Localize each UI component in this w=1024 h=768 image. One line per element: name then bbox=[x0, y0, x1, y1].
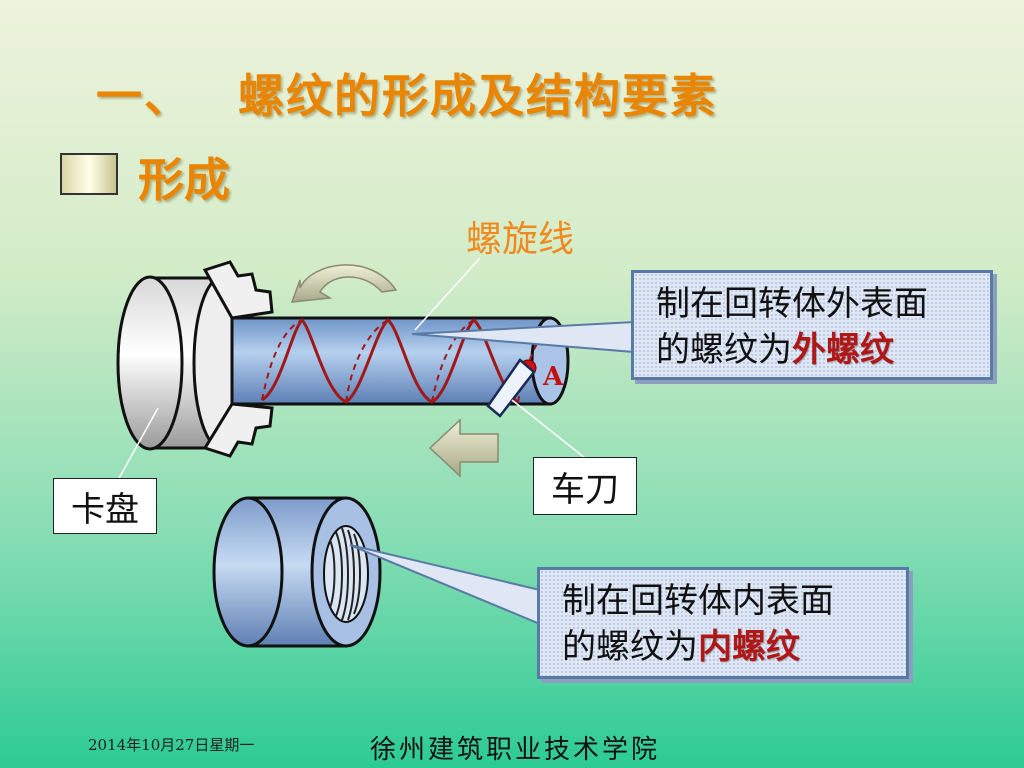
bullet-square-icon bbox=[60, 153, 118, 195]
callout-external-thread: 制在回转体外表面 的螺纹为外螺纹 bbox=[631, 270, 993, 380]
callout-external-emphasis: 外螺纹 bbox=[792, 330, 894, 370]
footer-date: 2014年10月27日星期一 bbox=[88, 736, 255, 754]
cutting-tool-label: 车刀 bbox=[533, 457, 637, 515]
callout-internal-line2: 的螺纹为内螺纹 bbox=[562, 624, 906, 670]
callout-external-prefix: 的螺纹为 bbox=[656, 330, 792, 370]
callout-internal-emphasis: 内螺纹 bbox=[698, 627, 800, 667]
point-a-label: A bbox=[543, 362, 564, 392]
leader-lines bbox=[117, 257, 586, 481]
callout-internal-thread: 制在回转体内表面 的螺纹为内螺纹 bbox=[537, 567, 909, 679]
rotation-arrow-icon bbox=[290, 264, 398, 303]
chuck-label: 卡盘 bbox=[53, 478, 157, 534]
section-subtitle: 形成 bbox=[138, 153, 230, 207]
callout-internal-line1: 制在回转体内表面 bbox=[562, 581, 834, 621]
helix-label: 螺旋线 bbox=[466, 219, 575, 260]
callout-external-line1: 制在回转体外表面 bbox=[656, 284, 928, 324]
nut-internal-thread bbox=[212, 496, 382, 648]
page-title: 一、螺纹的形成及结构要素 bbox=[96, 60, 718, 126]
callout-internal-prefix: 的螺纹为 bbox=[562, 627, 698, 667]
title-text: 螺纹的形成及结构要素 bbox=[238, 69, 718, 123]
callout-external-line2: 的螺纹为外螺纹 bbox=[656, 327, 990, 373]
footer-school: 徐州建筑职业技术学院 bbox=[370, 735, 661, 765]
feed-arrow-icon bbox=[428, 418, 499, 478]
cutting-tool bbox=[486, 358, 536, 418]
title-number: 一、 bbox=[96, 69, 192, 123]
